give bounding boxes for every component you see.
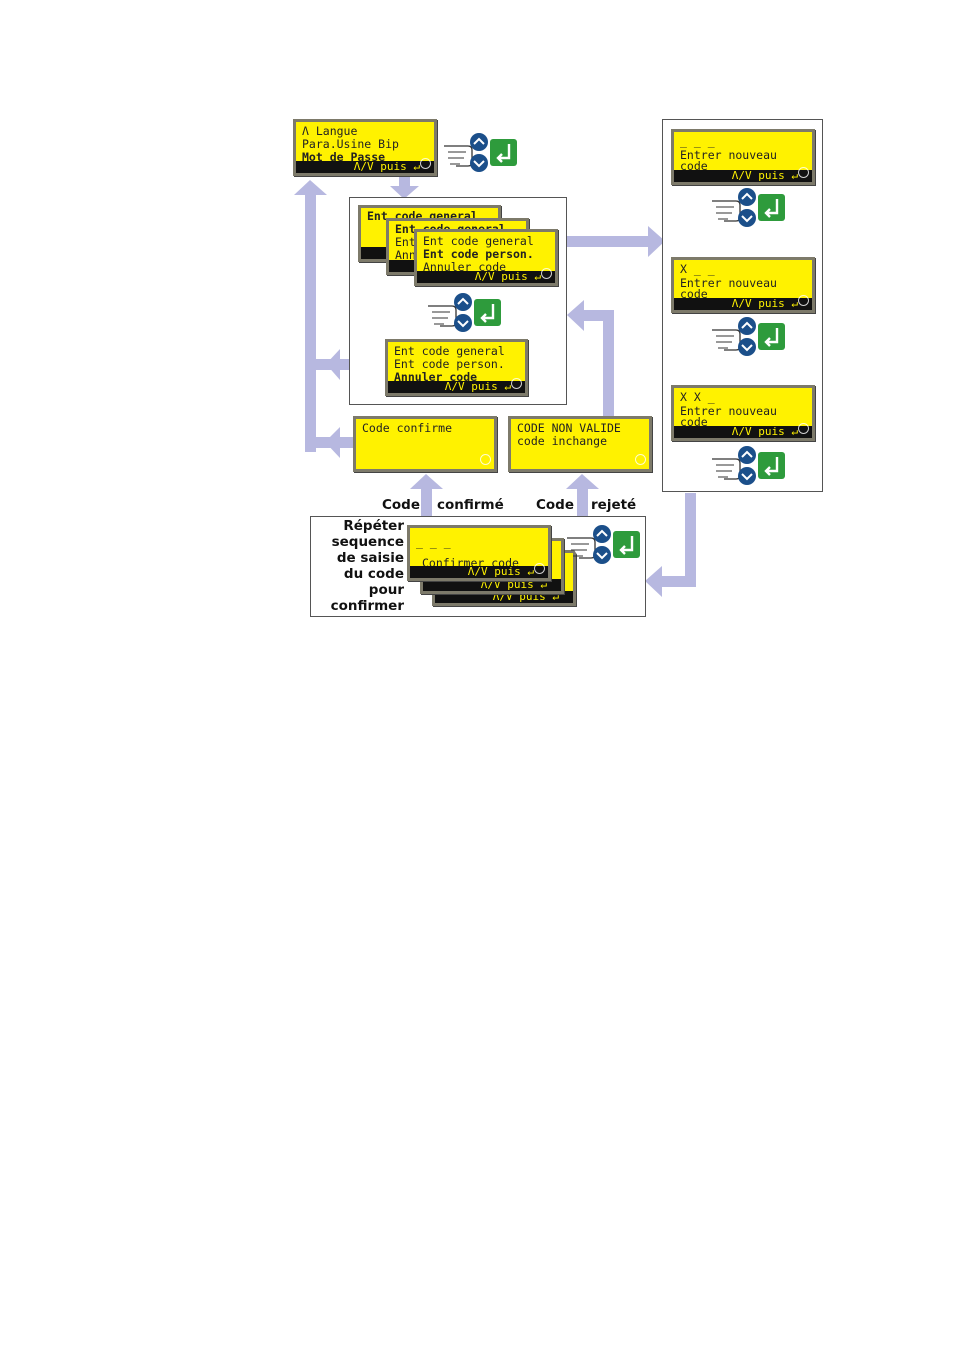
menu-line-1: Λ Langue <box>302 124 358 138</box>
entry-2-line-2: code <box>680 287 708 301</box>
lcd-indicator-icon <box>798 423 809 434</box>
menu-lcd: Λ Langue Para.Usine Bip Mot de Passe Λ/V… <box>293 119 437 176</box>
keypad-icon-confirm <box>565 524 645 568</box>
lcd-indicator-icon <box>480 454 491 465</box>
entry-lcd-1: _ _ _ Entrer nouveau code Λ/V puis ↵ <box>671 129 815 185</box>
entry-lcd-3: X X _ Entrer nouveau code Λ/V puis ↵ <box>671 385 815 441</box>
confirm-instruction: Répéter sequence de saisie du code pour … <box>316 518 404 614</box>
confirm-back1-footer-bar: Λ/V puis ↵ <box>423 578 561 591</box>
entry-1-footer: Λ/V puis ↵ <box>731 169 798 182</box>
choose-front-footer-bar: Λ/V puis ↵ <box>417 270 555 283</box>
entry-3-line-1: Entrer nouveau <box>680 404 777 418</box>
code-invalid-line-1: CODE NON VALIDE <box>517 421 621 435</box>
keypad-icon-entry-2 <box>710 316 790 360</box>
entry-2-footer: Λ/V puis ↵ <box>731 297 798 310</box>
lcd-indicator-icon <box>798 167 809 178</box>
entry-2-footer-bar: Λ/V puis ↵ <box>674 297 812 310</box>
lcd-indicator-icon <box>635 454 646 465</box>
menu-footer: Λ/V puis ↵ <box>353 160 420 173</box>
keypad-icon-entry-1 <box>710 187 790 231</box>
cancel-code-lcd: Ent code general Ent code person. Annule… <box>385 339 528 396</box>
lcd-indicator-icon <box>511 378 522 389</box>
label-confirmed: confirmé <box>437 497 504 513</box>
keypad-icon-choose <box>426 292 506 336</box>
instruction-line-2: sequence <box>331 534 404 550</box>
lcd-indicator-icon <box>534 563 545 574</box>
entry-2-code: X _ _ <box>680 262 715 276</box>
choose-back2-line-2: Ent <box>395 235 416 249</box>
instruction-line-1: Répéter <box>343 518 404 534</box>
entry-3-footer-bar: Λ/V puis ↵ <box>674 425 812 438</box>
menu-line-2: Para.Usine Bip <box>302 137 399 151</box>
label-code-1: Code <box>382 497 421 513</box>
choose-front-line-3: Annuler code <box>423 260 507 274</box>
choose-front-line-2: Ent code person. <box>423 247 534 261</box>
cancel-footer-bar: Λ/V puis ↵ <box>388 380 525 393</box>
lcd-indicator-icon <box>541 268 552 279</box>
confirm-back1-footer: Λ/V puis ↵ <box>480 578 547 591</box>
code-confirmed-lcd: Code confirme <box>353 416 497 472</box>
confirm-front-footer-bar: Λ/V puis ↵ <box>410 565 548 578</box>
instruction-line-4: du code <box>343 566 404 582</box>
instruction-line-6: confirmer <box>330 598 404 614</box>
entry-1-code: _ _ _ <box>680 134 715 148</box>
cancel-line-3: Annuler code <box>394 370 478 384</box>
choose-back2-line-3: Ann <box>395 248 416 262</box>
keypad-icon-menu <box>442 132 522 176</box>
entry-3-footer: Λ/V puis ↵ <box>731 425 798 438</box>
choose-lcd-front: Ent code general Ent code person. Annule… <box>414 229 558 286</box>
entry-3-line-2: code <box>680 415 708 429</box>
instruction-line-3: de saisie <box>336 550 404 566</box>
instruction-line-5: pour <box>368 582 404 598</box>
confirm-code: _ _ _ <box>416 535 451 549</box>
code-invalid-line-2: code inchange <box>517 434 608 448</box>
code-invalid-lcd: CODE NON VALIDE code inchange <box>508 416 652 472</box>
cancel-footer: Λ/V puis ↵ <box>444 380 511 393</box>
keypad-icon-entry-3 <box>710 445 790 489</box>
label-rejected: rejeté <box>591 497 637 513</box>
choose-front-footer: Λ/V puis ↵ <box>474 270 541 283</box>
confirm-lcd-front: _ _ _ Confirmer code Λ/V puis ↵ <box>407 525 551 581</box>
menu-line-3: Mot de Passe <box>302 150 386 164</box>
confirm-front-footer: Λ/V puis ↵ <box>467 565 534 578</box>
entry-3-code: X X _ <box>680 390 715 404</box>
entry-1-line-2: code <box>680 159 708 173</box>
entry-lcd-2: X _ _ Entrer nouveau code Λ/V puis ↵ <box>671 257 815 313</box>
cancel-line-2: Ent code person. <box>394 357 505 371</box>
lcd-indicator-icon <box>798 295 809 306</box>
cancel-line-1: Ent code general <box>394 344 505 358</box>
entry-1-line-1: Entrer nouveau <box>680 148 777 162</box>
code-confirmed-line: Code confirme <box>362 421 453 435</box>
menu-footer-bar: Λ/V puis ↵ <box>296 160 434 173</box>
entry-1-footer-bar: Λ/V puis ↵ <box>674 169 812 182</box>
choose-front-line-1: Ent code general <box>423 234 534 248</box>
label-code-2: Code <box>536 497 575 513</box>
entry-2-line-1: Entrer nouveau <box>680 276 777 290</box>
lcd-indicator-icon <box>420 158 431 169</box>
